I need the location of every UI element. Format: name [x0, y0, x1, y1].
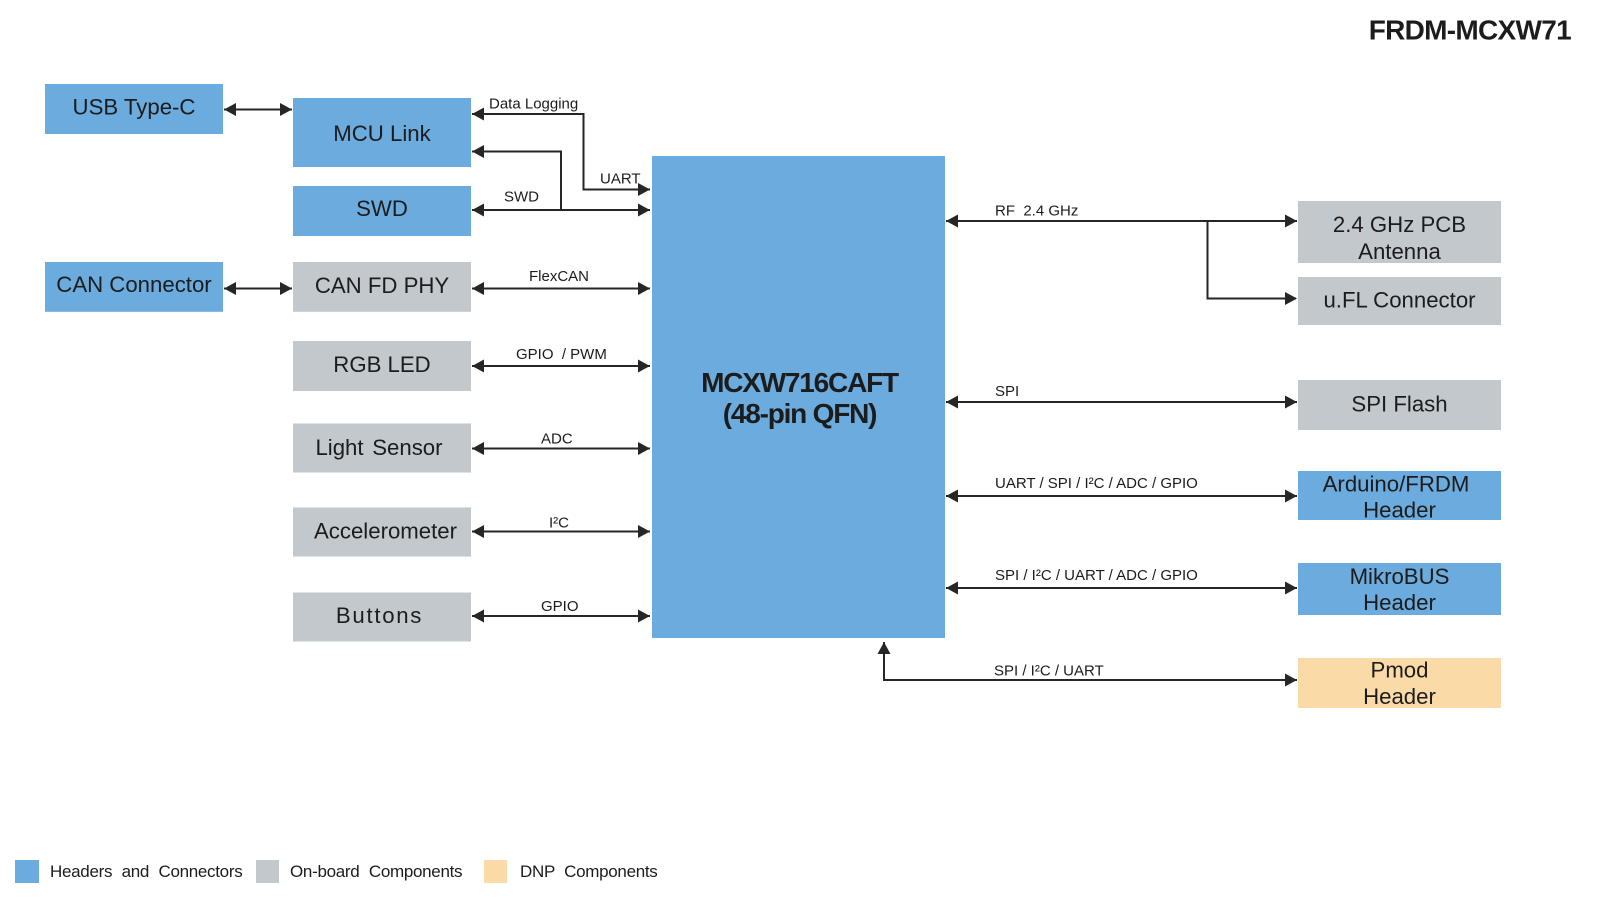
svg-text:(48-pin QFN): (48-pin QFN) [723, 398, 877, 429]
svg-text:CAN Connector: CAN Connector [56, 272, 212, 297]
svg-text:GPIO / PWM: GPIO / PWM [516, 346, 607, 363]
svg-text:Antenna: Antenna [1358, 239, 1441, 264]
svg-text:MCU Link: MCU Link [333, 121, 431, 146]
svg-text:FRDM-MCXW71: FRDM-MCXW71 [1369, 15, 1571, 46]
svg-text:Light Sensor: Light Sensor [315, 435, 443, 460]
svg-text:I²C: I²C [549, 515, 569, 532]
svg-text:Arduino/FRDM: Arduino/FRDM [1323, 472, 1470, 497]
svg-text:SWD: SWD [356, 196, 408, 221]
svg-text:UART / SPI / I²C / ADC / GPIO: UART / SPI / I²C / ADC / GPIO [995, 475, 1198, 492]
svg-text:CAN FD PHY: CAN FD PHY [315, 273, 450, 298]
svg-text:UART: UART [600, 171, 641, 188]
svg-text:Header: Header [1363, 684, 1436, 709]
svg-text:USB Type-C: USB Type-C [73, 95, 196, 120]
svg-text:u.FL Connector: u.FL Connector [1323, 288, 1476, 313]
svg-text:Headers and Connectors: Headers and Connectors [50, 862, 242, 881]
svg-text:On-board Components: On-board Components [290, 862, 462, 881]
svg-text:SPI: SPI [995, 383, 1019, 400]
svg-text:Pmod: Pmod [1371, 657, 1429, 682]
svg-text:RGB LED: RGB LED [333, 352, 430, 377]
svg-text:RF 2.4 GHz: RF 2.4 GHz [995, 203, 1078, 220]
svg-text:MCXW716CAFT: MCXW716CAFT [701, 367, 899, 398]
svg-text:ADC: ADC [541, 431, 573, 448]
svg-text:Data Logging: Data Logging [489, 96, 578, 113]
svg-text:SPI / I²C / UART: SPI / I²C / UART [994, 663, 1104, 680]
svg-text:MikroBUS: MikroBUS [1350, 564, 1450, 589]
svg-text:GPIO: GPIO [541, 598, 579, 615]
svg-text:Header: Header [1363, 590, 1436, 615]
svg-text:FlexCAN: FlexCAN [529, 268, 589, 285]
svg-text:SPI Flash: SPI Flash [1351, 392, 1447, 417]
svg-text:SWD: SWD [504, 189, 539, 206]
svg-text:Buttons: Buttons [336, 603, 423, 628]
svg-text:2.4 GHz PCB: 2.4 GHz PCB [1333, 212, 1466, 237]
svg-text:Accelerometer: Accelerometer [314, 519, 458, 544]
svg-text:DNP Components: DNP Components [520, 862, 658, 881]
svg-text:Header: Header [1363, 497, 1436, 522]
svg-text:SPI / I²C / UART / ADC / GPIO: SPI / I²C / UART / ADC / GPIO [995, 567, 1198, 584]
